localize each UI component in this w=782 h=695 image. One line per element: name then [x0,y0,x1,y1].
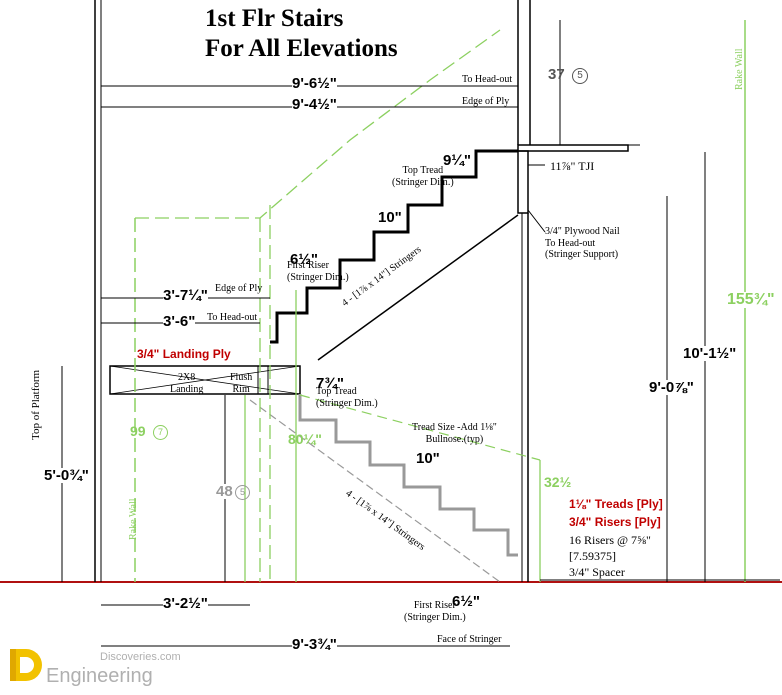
label-left-head-out: To Head-out [207,312,258,323]
label-flush-rim: Flush Rim [230,372,253,395]
label-edge-of-ply-top: Edge of Ply [462,96,510,107]
note-bottom-first-riser: First Riser (Stringer Dim.) [404,600,466,623]
dim-10-1: 10'-1½" [683,345,737,362]
circle-7: 7 [153,425,168,440]
spec-treads: 1⅛" Treads [Ply] [569,497,663,511]
upper-floor-ply [517,144,629,152]
lower-stair-profile [298,394,518,557]
label-left-edge-ply: Edge of Ply [215,283,263,294]
spec-risers: 3/4" Risers [Ply] [569,515,661,529]
dim-top-overall: 9'-6½" [292,75,337,92]
label-rake-wall-left: Rake Wall [128,498,139,541]
brand-site: Discoveries.com [100,651,181,663]
dim-9-0: 9'-0⅞" [649,379,694,396]
label-to-head-out-top: To Head-out [462,74,513,85]
brand-logo-icon [10,649,42,681]
dim-32: 32½ [544,474,572,490]
dim-bottom-overall: 9'-3¾" [292,636,337,653]
circle-5-top: 5 [572,68,588,84]
label-2x8-landing: 2X8 Landing [170,372,204,395]
dim-first-riser-upper: 6½" [290,251,318,268]
landing [109,365,301,395]
spec-risers-count: 16 Risers @ 7⅝" [569,533,651,547]
note-plywood: 3/4" Plywood Nail To Head-out (Stringer … [545,226,620,260]
dim-bottom-first-riser: 6½" [452,593,480,610]
label-tji: 11⅞" TJI [550,159,595,173]
label-top-of-platform: Top of Platform [30,369,42,440]
dim-37: 37 [548,66,565,83]
label-rake-wall-right: Rake Wall [734,48,745,91]
dim-left-edge-ply: 3'-7¼" [163,287,208,304]
title-line1: 1st Flr Stairs [205,5,344,32]
dim-left-head-out: 3'-6" [163,313,196,330]
label-face-of-stringer: Face of Stringer [437,634,502,645]
dim-top-edge-ply: 9'-4½" [292,96,337,113]
tji-joist [517,150,529,214]
brand-name: Engineering [46,665,153,687]
dim-10-upper: 10" [378,209,402,226]
upper-stair-profile [270,149,518,344]
dim-155: 155¾" [727,291,775,308]
dim-48: 48 [216,483,233,500]
dim-tread-top: 9¼" [443,152,471,169]
note-first-riser-upper: First Riser (Stringer Dim.) [287,260,349,283]
label-landing-ply: 3/4" Landing Ply [137,347,231,361]
spec-risers-exact: [7.59375] [569,549,616,563]
title-line2: For All Elevations [205,35,398,62]
dim-platform-height: 5'-0¾" [44,467,89,484]
dim-10-lower: 10" [416,450,440,467]
dim-80: 80¼" [288,431,322,447]
circle-5-48: 5 [235,485,250,500]
spec-spacer: 3/4" Spacer [569,565,625,579]
note-top-tread-lower: Top Tread (Stringer Dim.) [316,386,378,409]
dim-99: 99 [130,423,146,439]
note-top-tread: Top Tread (Stringer Dim.) [392,165,454,188]
dim-bottom-left: 3'-2½" [163,595,208,612]
note-tread-size: Tread Size -Add 1⅛" Bullnose.(typ) [412,422,497,445]
dim-top-tread-lower: 7¾" [316,375,344,392]
upper-stringer-bottom [317,214,519,361]
